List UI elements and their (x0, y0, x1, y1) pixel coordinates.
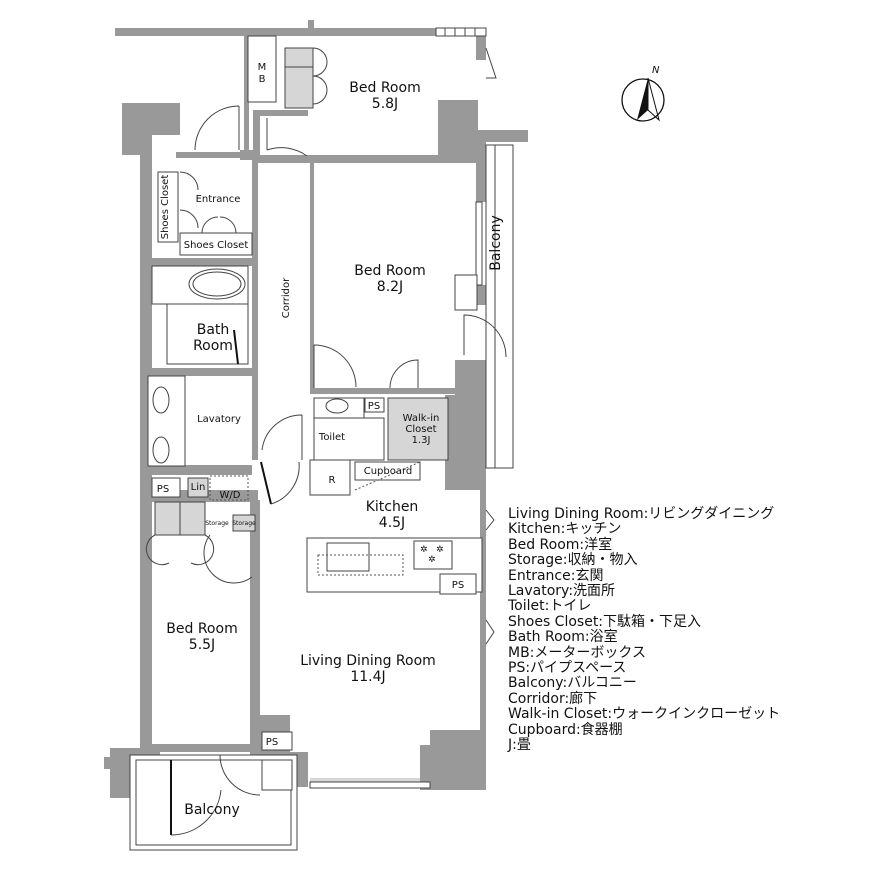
ps-lavatory-label: PS (157, 484, 169, 495)
legend-item: Living Dining Room:リビングダイニング (508, 506, 775, 522)
bed-room-south-name: Bed Room (166, 621, 237, 637)
legend-item: PS:パイプスペース (508, 660, 627, 677)
legend-item: MB:メーターボックス (508, 644, 646, 661)
legend-item: Balcony:バルコニー (508, 675, 637, 692)
legend: Living Dining Room:リビングダイニング Kitchen:キッチ… (508, 506, 781, 754)
ps-toilet-label: PS (368, 401, 380, 412)
refrigerator-label: R (329, 475, 336, 486)
toilet-label: Toilet (318, 432, 345, 443)
fixtures: ✲✲✲ (145, 35, 507, 836)
compass-icon: N (621, 65, 665, 122)
legend-item: Corridor:廊下 (508, 690, 598, 707)
legend-item: Shoes Closet:下駄箱・下足入 (508, 613, 702, 630)
bed-room-middle-name: Bed Room (354, 263, 425, 279)
legend-item: Walk-in Closet:ウォークインクローゼット (508, 706, 781, 723)
compass-north-label: N (652, 65, 660, 76)
living-name: Living Dining Room (300, 653, 436, 669)
bed-room-north-size: 5.8J (372, 96, 398, 112)
bed-room-middle-size: 8.2J (377, 279, 403, 295)
storage-1-label: Storage (205, 520, 229, 527)
living-size: 11.4J (350, 669, 385, 685)
lavatory-label: Lavatory (197, 414, 241, 425)
bed-room-north-name: Bed Room (349, 80, 420, 96)
mb-label-2: B (259, 74, 266, 85)
legend-item: Lavatory:洗面所 (508, 583, 616, 600)
legend-item: Bed Room:洋室 (508, 536, 613, 553)
svg-text:✲: ✲ (420, 545, 428, 555)
ps-living-label: PS (266, 737, 278, 748)
kitchen-name: Kitchen (366, 499, 419, 515)
walk-in-size: 1.3J (412, 435, 431, 446)
windows (129, 27, 514, 851)
shoes-closet-h-label: Shoes Closet (184, 240, 249, 251)
linen-label: Lin (191, 482, 206, 493)
cupboard-label: Cupboard (364, 466, 413, 477)
svg-text:✲: ✲ (428, 555, 436, 565)
legend-item: Storage:収納・物入 (508, 552, 638, 569)
corridor-label: Corridor (281, 277, 292, 318)
legend-item: Bath Room:浴室 (508, 629, 618, 646)
washer-dryer-label: W/D (220, 490, 241, 501)
legend-item: Entrance:玄関 (508, 567, 604, 584)
bath-name-1: Bath (197, 322, 230, 338)
room-labels: M B Bed Room 5.8J Bed Room 8.2J Bed Room… (157, 62, 504, 818)
kitchen-size: 4.5J (379, 515, 405, 531)
entrance-label: Entrance (196, 194, 241, 205)
bed-room-south-size: 5.5J (189, 637, 215, 653)
storage-2-label: Storage (232, 520, 256, 527)
legend-item: J:畳 (508, 737, 531, 754)
ps-kitchen-label: PS (452, 580, 464, 591)
legend-item: Cupboard:食器棚 (508, 721, 623, 738)
legend-item: Kitchen:キッチン (508, 521, 622, 538)
shoes-closet-v-label: Shoes Closet (160, 175, 171, 240)
walk-in-name-1: Walk-in (403, 413, 440, 424)
bath-name-2: Room (193, 338, 233, 354)
walk-in-name-2: Closet (405, 424, 436, 435)
svg-text:✲: ✲ (436, 545, 444, 555)
legend-item: Toilet:トイレ (508, 598, 592, 615)
balcony-south-label: Balcony (184, 802, 240, 818)
balcony-east-label: Balcony (488, 215, 504, 271)
mb-label-1: M (258, 62, 267, 73)
